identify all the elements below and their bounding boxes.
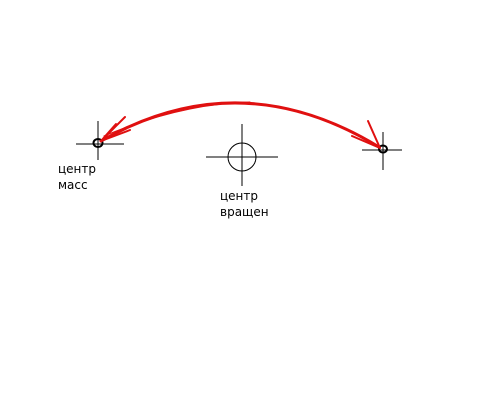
center-of-mass-marker-start (76, 121, 124, 160)
arc-inner-line (103, 101, 251, 137)
rotation-arc (99, 101, 381, 149)
center-of-rotation-label: центр вращен (220, 188, 269, 220)
center-of-mass-marker-end (362, 132, 402, 170)
mass-start-ring (92, 138, 104, 148)
rotation-arc-arrow (99, 101, 381, 149)
center-of-rotation-label-line2: вращен (220, 205, 269, 219)
center-of-mass-label-line1: центр (58, 162, 97, 176)
arrowhead-left (100, 116, 131, 142)
mass-end-ring (378, 144, 388, 154)
center-of-mass-label: центр масс (58, 161, 96, 193)
center-of-rotation-label-line1: центр (220, 189, 259, 203)
arrowhead-right (351, 120, 381, 149)
center-of-rotation-marker (206, 124, 278, 186)
center-of-mass-label-line2: масс (58, 178, 88, 192)
rotation-circle (227, 142, 257, 172)
